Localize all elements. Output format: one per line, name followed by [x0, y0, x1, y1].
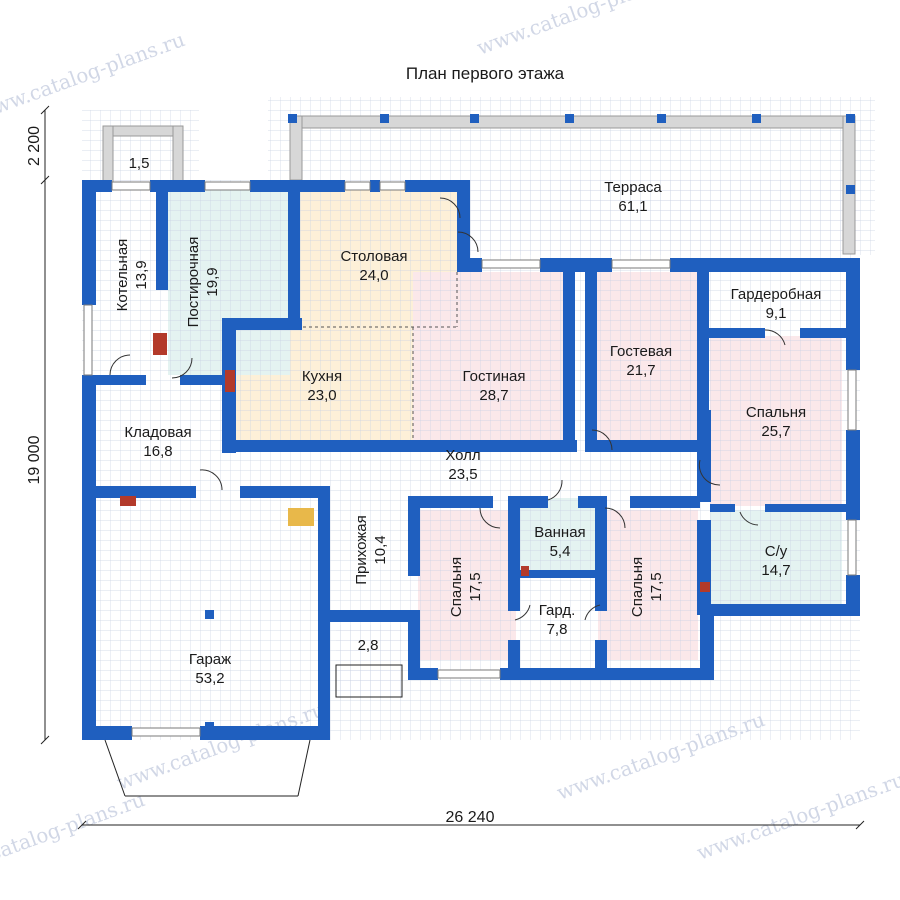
room-name-living: Гостиная [463, 368, 526, 385]
terrace-railing [102, 114, 856, 255]
room-name-bath: Ванная [534, 524, 585, 541]
room-area-hall: 23,5 [448, 466, 477, 483]
room-name-wardrobe: Гардеробная [731, 286, 822, 303]
room-area-dining: 24,0 [359, 267, 388, 284]
room-labels: Терраса 61,1 Столовая 24,0 Кухня 23,0 Го… [114, 155, 821, 687]
room-area-guest: 21,7 [626, 362, 655, 379]
room-name-hall: Холл [445, 447, 480, 464]
room-name-bedroom-large: Спальня [746, 404, 806, 421]
room-area-kitchen: 23,0 [307, 387, 336, 404]
porch-dimension: 2 200 [26, 126, 43, 166]
room-name-wc: С/у [765, 543, 788, 560]
width-dimension: 26 240 [446, 809, 495, 826]
porch-area-entry: 2,8 [358, 637, 379, 654]
room-area-boiler: 13,9 [133, 260, 150, 289]
room-area-bedroom-large: 25,7 [761, 423, 790, 440]
room-area-garage: 53,2 [195, 670, 224, 687]
room-area-wc: 14,7 [761, 562, 790, 579]
room-area-bath: 5,4 [550, 543, 571, 560]
room-name-laundry: Постирочная [185, 237, 202, 328]
room-area-entry: 10,4 [372, 535, 389, 564]
room-name-dining: Столовая [340, 248, 407, 265]
chimneys [120, 333, 710, 731]
room-area-wardrobe: 9,1 [766, 305, 787, 322]
plan-title: План первого этажа [406, 64, 565, 83]
room-area-gard: 7,8 [547, 621, 568, 638]
door-swings [109, 197, 786, 621]
room-name-gard: Гард. [539, 602, 576, 619]
room-fills [82, 97, 875, 740]
room-area-terrace: 61,1 [618, 198, 647, 215]
dimension-lines [40, 105, 865, 830]
room-name-pantry: Кладовая [124, 424, 191, 441]
room-name-terrace: Терраса [604, 179, 662, 196]
room-name-bedroom-left: Спальня [448, 557, 465, 617]
room-area-bedroom-right: 17,5 [648, 572, 665, 601]
porch-area-boiler: 1,5 [129, 155, 150, 172]
room-name-bedroom-right: Спальня [629, 557, 646, 617]
room-area-pantry: 16,8 [143, 443, 172, 460]
walls [82, 180, 860, 740]
room-name-boiler: Котельная [114, 239, 131, 312]
room-name-garage: Гараж [189, 651, 231, 668]
watermark: www.catalog-plans.ru [0, 787, 148, 885]
windows [83, 181, 857, 737]
room-area-bedroom-left: 17,5 [467, 572, 484, 601]
room-area-laundry: 19,9 [204, 267, 221, 296]
room-name-guest: Гостевая [610, 343, 672, 360]
room-name-entry: Прихожая [353, 515, 370, 585]
height-dimension: 19 000 [26, 435, 43, 484]
garage-apron [104, 664, 403, 797]
watermark: www.catalog-plans.ru [474, 0, 689, 60]
watermark: www.catalog-plans.ru [694, 767, 900, 865]
room-area-living: 28,7 [479, 387, 508, 404]
room-name-kitchen: Кухня [302, 368, 342, 385]
